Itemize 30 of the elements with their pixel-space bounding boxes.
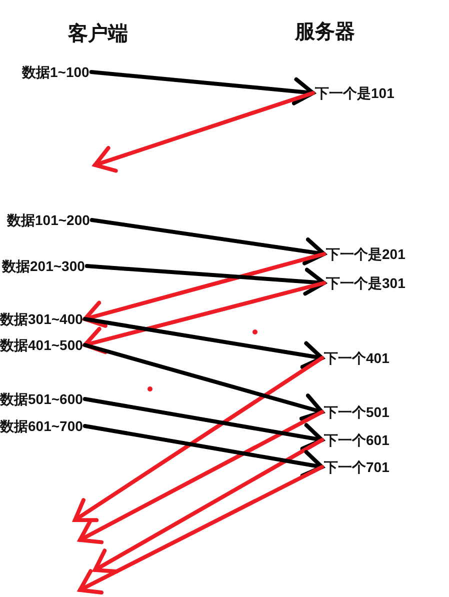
arrow bbox=[82, 317, 324, 369]
column-heading: 客户端 bbox=[68, 22, 128, 47]
message-label: 下一个401 bbox=[324, 350, 390, 366]
message-label: 数据601~700 bbox=[0, 418, 83, 434]
arrow bbox=[82, 343, 324, 421]
arrow bbox=[82, 397, 324, 451]
arrow bbox=[82, 424, 324, 478]
message-label: 数据201~300 bbox=[2, 258, 85, 274]
message-label: 数据301~400 bbox=[0, 311, 83, 327]
message-label: 下一个是201 bbox=[326, 246, 406, 262]
arrow bbox=[93, 91, 315, 173]
arrow bbox=[89, 70, 315, 106]
arrow bbox=[90, 218, 326, 266]
arrow bbox=[78, 465, 324, 595]
arrow bbox=[82, 252, 326, 328]
message-label: 数据501~600 bbox=[0, 391, 83, 407]
message-label: 数据101~200 bbox=[7, 212, 90, 228]
arrow bbox=[84, 264, 326, 296]
arrow bbox=[93, 438, 324, 574]
message-label: 下一个是301 bbox=[326, 275, 406, 291]
message-label: 下一个701 bbox=[324, 459, 390, 475]
column-heading: 服务器 bbox=[295, 20, 355, 45]
message-label: 下一个是101 bbox=[315, 85, 394, 101]
message-label: 下一个501 bbox=[324, 404, 390, 420]
message-label: 下一个601 bbox=[324, 432, 390, 448]
arrow bbox=[73, 356, 324, 522]
arrow bbox=[78, 410, 324, 544]
message-label: 数据401~500 bbox=[0, 337, 83, 353]
message-label: 数据1~100 bbox=[22, 64, 90, 80]
arrow bbox=[82, 281, 326, 354]
